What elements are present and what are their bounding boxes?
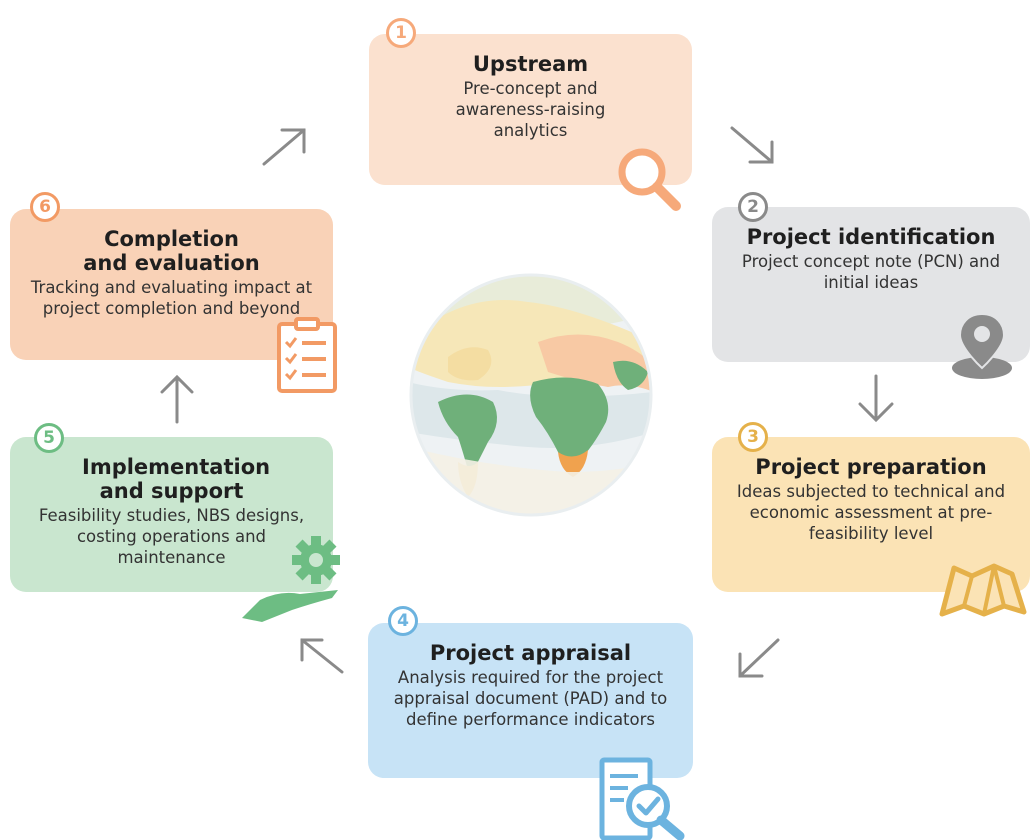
document-check-icon <box>599 757 685 840</box>
globe-illustration <box>409 273 653 517</box>
stage-completion-card: Completion and evaluation Tracking and e… <box>10 209 333 360</box>
stage-description: Project concept note (PCN) and initial i… <box>741 252 1001 292</box>
stage-title: Upstream <box>472 52 589 76</box>
stage-number-badge: 5 <box>34 423 64 453</box>
stage-implementation-card: Implementation and support Feasibility s… <box>10 437 333 592</box>
stage-number-badge: 3 <box>738 422 768 452</box>
stage-title: Project identification <box>746 225 996 249</box>
arrow-completion-to-upstream <box>262 128 306 166</box>
stage-title: Completion and evaluation <box>83 227 260 275</box>
stage-project-appraisal-card: Project appraisal Analysis required for … <box>368 623 693 778</box>
stage-number-badge: 1 <box>386 18 416 48</box>
stage-description: Tracking and evaluating impact at projec… <box>30 278 313 318</box>
hand-gear-icon <box>242 536 340 622</box>
stage-title: Project preparation <box>755 455 987 479</box>
stage-description: Ideas subjected to technical and economi… <box>736 482 1006 543</box>
arrow-preparation-to-appraisal <box>738 638 780 678</box>
arrow-implementation-to-completion <box>160 374 194 424</box>
stage-description: Pre-concept and awareness-raising analyt… <box>455 79 606 140</box>
stage-title: Project appraisal <box>429 641 632 665</box>
magnifier-icon <box>618 148 681 211</box>
stage-project-preparation-card: Project preparation Ideas subjected to t… <box>712 437 1030 592</box>
stage-description: Analysis required for the project apprai… <box>393 668 668 729</box>
stage-number-badge: 4 <box>388 606 418 636</box>
clipboard-icon <box>277 317 337 393</box>
arrow-upstream-to-identification <box>730 126 774 164</box>
stage-number-badge: 6 <box>30 192 60 222</box>
stage-number-badge: 2 <box>738 192 768 222</box>
arrow-identification-to-preparation <box>858 374 894 423</box>
location-pin-icon <box>952 312 1012 379</box>
map-icon <box>939 563 1027 617</box>
stage-upstream-card: Upstream Pre-concept and awareness-raisi… <box>369 34 692 185</box>
stage-title: Implementation and support <box>82 455 271 503</box>
stage-project-identification-card: Project identification Project concept n… <box>712 207 1030 362</box>
arrow-appraisal-to-implementation <box>300 638 344 674</box>
stage-description: Feasibility studies, NBS designs, costin… <box>38 506 305 567</box>
